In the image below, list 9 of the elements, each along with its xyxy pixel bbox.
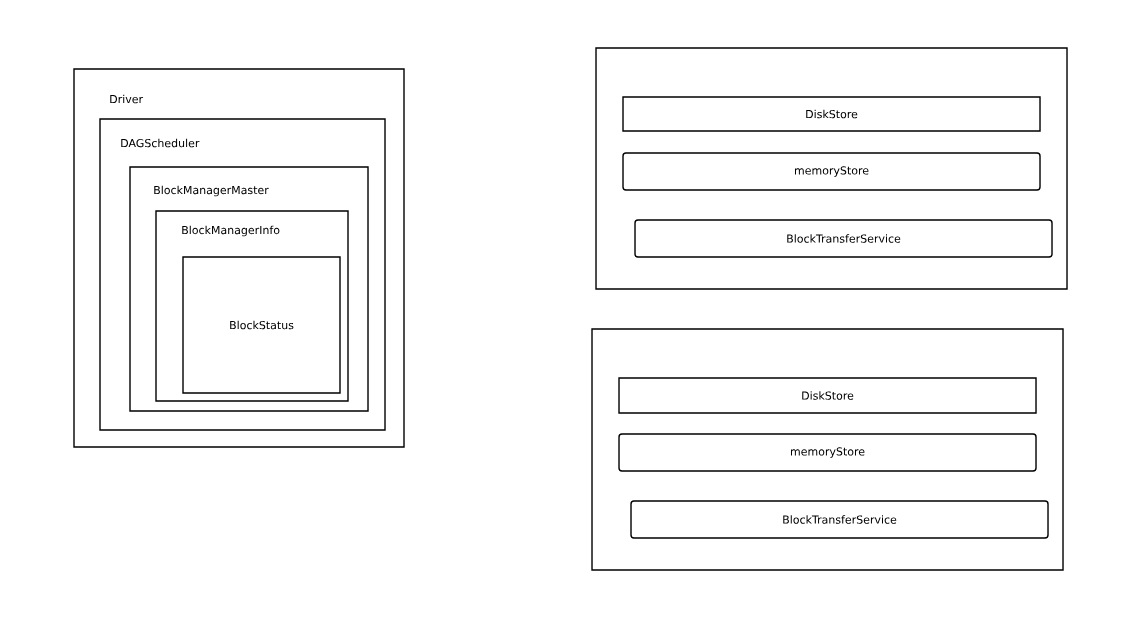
box: memoryStore [618,433,1037,472]
box: memoryStore [622,152,1041,191]
empty-box [591,328,1064,571]
box: DiskStore [622,96,1041,132]
box: DiskStore [618,377,1037,414]
box: BlockTransferService [630,500,1049,539]
box: BlockTransferService [634,219,1053,258]
empty-box [595,47,1068,290]
box: BlockStatus [182,256,341,394]
